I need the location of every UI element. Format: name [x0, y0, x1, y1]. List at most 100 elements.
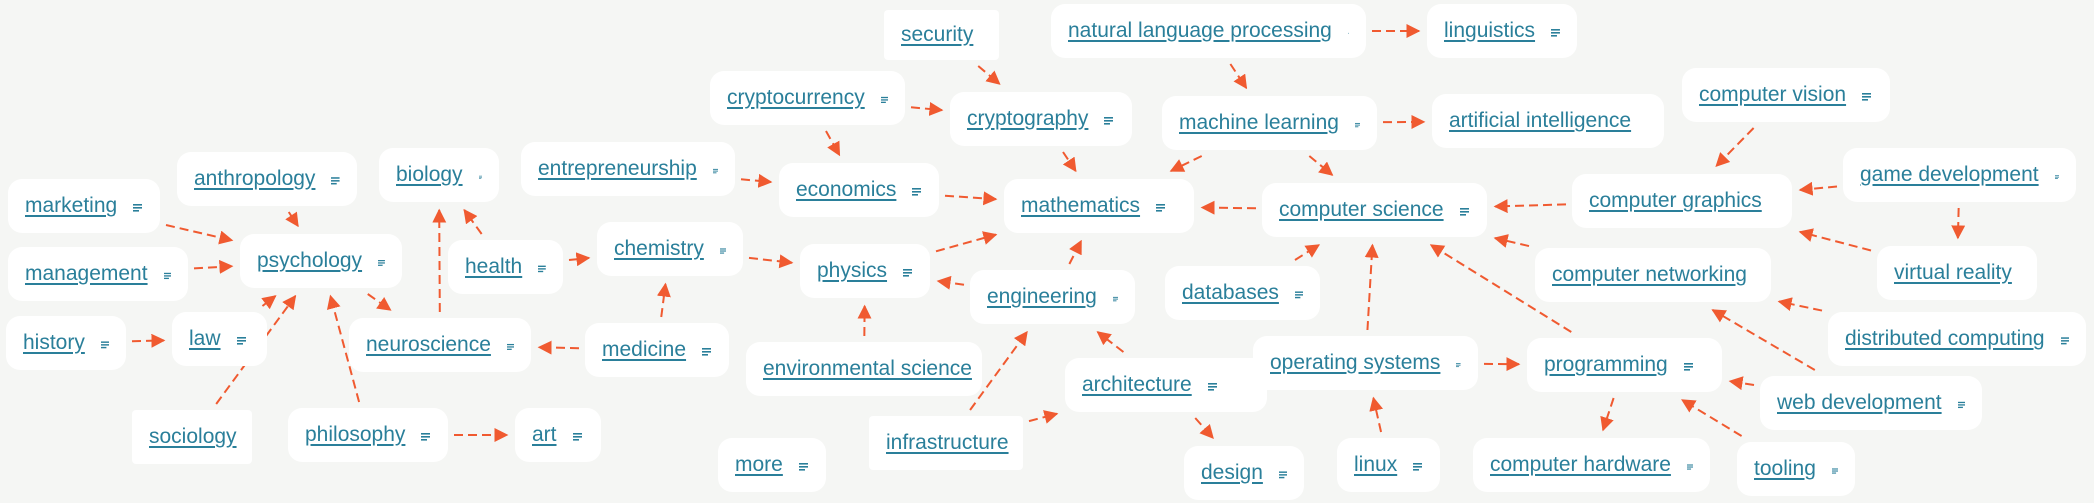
- note-icon[interactable]: [1347, 29, 1349, 38]
- note-icon[interactable]: [1156, 203, 1166, 213]
- note-icon[interactable]: [880, 96, 888, 105]
- note-icon[interactable]: [506, 343, 514, 352]
- node-engineering[interactable]: engineering: [970, 270, 1135, 324]
- node-link[interactable]: medicine: [602, 338, 687, 361]
- node-game-development[interactable]: game development: [1843, 148, 2076, 202]
- node-link[interactable]: computer science: [1279, 198, 1444, 221]
- note-icon[interactable]: [712, 167, 718, 176]
- note-icon[interactable]: [331, 176, 340, 186]
- note-icon[interactable]: [1831, 467, 1838, 476]
- node-law[interactable]: law: [172, 312, 267, 366]
- node-link[interactable]: linux: [1354, 453, 1398, 476]
- node-more[interactable]: more: [718, 438, 826, 492]
- note-icon[interactable]: [1104, 116, 1114, 126]
- node-management[interactable]: management: [8, 247, 188, 301]
- node-cryptocurrency[interactable]: cryptocurrency: [710, 71, 905, 125]
- node-link[interactable]: computer hardware: [1490, 453, 1671, 476]
- node-psychology[interactable]: psychology: [240, 234, 402, 288]
- node-link[interactable]: virtual reality: [1894, 261, 2012, 284]
- node-link[interactable]: physics: [817, 259, 888, 282]
- node-link[interactable]: distributed computing: [1845, 327, 2045, 350]
- node-link[interactable]: health: [465, 255, 523, 278]
- node-computer-hardware[interactable]: computer hardware: [1473, 438, 1710, 492]
- note-icon[interactable]: [378, 259, 385, 268]
- note-icon[interactable]: [1354, 121, 1360, 130]
- node-link[interactable]: law: [189, 327, 221, 350]
- node-link[interactable]: design: [1201, 461, 1263, 484]
- note-icon[interactable]: [1294, 290, 1303, 300]
- node-link[interactable]: infrastructure: [886, 431, 1009, 454]
- node-history[interactable]: history: [6, 316, 126, 370]
- node-programming[interactable]: programming: [1527, 338, 1722, 392]
- node-marketing[interactable]: marketing: [8, 179, 160, 233]
- note-icon[interactable]: [133, 203, 143, 213]
- node-link[interactable]: sociology: [149, 425, 237, 448]
- note-icon[interactable]: [1957, 401, 1965, 410]
- node-nlp[interactable]: natural language processing: [1051, 4, 1366, 58]
- node-environmental-science[interactable]: environmental science: [746, 342, 982, 396]
- node-cryptography[interactable]: cryptography: [950, 92, 1132, 146]
- node-health[interactable]: health: [448, 240, 563, 294]
- node-art[interactable]: art: [515, 408, 601, 462]
- node-link[interactable]: psychology: [257, 249, 363, 272]
- node-link[interactable]: engineering: [987, 285, 1097, 308]
- node-link[interactable]: computer vision: [1699, 83, 1847, 106]
- node-link[interactable]: databases: [1182, 281, 1279, 304]
- note-icon[interactable]: [163, 272, 171, 281]
- node-link[interactable]: computer graphics: [1589, 189, 1762, 212]
- node-link[interactable]: entrepreneurship: [538, 157, 697, 180]
- node-mathematics[interactable]: mathematics: [1004, 179, 1194, 233]
- node-link[interactable]: linguistics: [1444, 19, 1536, 42]
- node-computer-networking[interactable]: computer networking: [1535, 248, 1771, 302]
- node-databases[interactable]: databases: [1165, 266, 1320, 320]
- node-computer-graphics[interactable]: computer graphics: [1572, 174, 1792, 228]
- note-icon[interactable]: [798, 462, 808, 472]
- note-icon[interactable]: [1551, 28, 1560, 38]
- node-computer-vision[interactable]: computer vision: [1682, 68, 1890, 122]
- node-link[interactable]: cryptocurrency: [727, 86, 865, 109]
- node-infrastructure[interactable]: infrastructure: [869, 416, 1023, 470]
- node-link[interactable]: game development: [1860, 163, 2039, 186]
- note-icon[interactable]: [903, 268, 913, 278]
- node-anthropology[interactable]: anthropology: [177, 152, 357, 206]
- note-icon[interactable]: [1112, 295, 1118, 304]
- node-economics[interactable]: economics: [779, 163, 939, 217]
- note-icon[interactable]: [912, 187, 922, 197]
- note-icon[interactable]: [1683, 362, 1693, 372]
- node-link[interactable]: mathematics: [1021, 194, 1141, 217]
- node-link[interactable]: more: [735, 453, 783, 476]
- node-link[interactable]: art: [532, 423, 557, 446]
- node-physics[interactable]: physics: [800, 244, 930, 298]
- note-icon[interactable]: [702, 347, 712, 357]
- node-link[interactable]: biology: [396, 163, 463, 186]
- note-icon[interactable]: [236, 336, 246, 346]
- note-icon[interactable]: [421, 432, 431, 442]
- node-link[interactable]: architecture: [1082, 373, 1192, 396]
- node-link[interactable]: chemistry: [614, 237, 704, 260]
- note-icon[interactable]: [538, 265, 546, 274]
- node-link[interactable]: artificial intelligence: [1449, 109, 1632, 132]
- note-icon[interactable]: [1686, 463, 1693, 472]
- node-design[interactable]: design: [1184, 446, 1304, 500]
- node-link[interactable]: machine learning: [1179, 111, 1339, 134]
- node-link[interactable]: natural language processing: [1068, 19, 1332, 42]
- note-icon[interactable]: [719, 247, 726, 256]
- node-link[interactable]: tooling: [1754, 457, 1816, 480]
- node-medicine[interactable]: medicine: [585, 323, 729, 377]
- node-link[interactable]: neuroscience: [366, 333, 491, 356]
- node-chemistry[interactable]: chemistry: [597, 222, 743, 276]
- node-tooling[interactable]: tooling: [1737, 442, 1855, 496]
- node-computer-science[interactable]: computer science: [1262, 183, 1487, 237]
- note-icon[interactable]: [100, 340, 109, 350]
- note-icon[interactable]: [2060, 336, 2069, 346]
- node-machine-learning[interactable]: machine learning: [1162, 96, 1377, 150]
- node-neuroscience[interactable]: neuroscience: [349, 318, 531, 372]
- node-link[interactable]: anthropology: [194, 167, 316, 190]
- note-icon[interactable]: [1278, 470, 1287, 480]
- node-linux[interactable]: linux: [1337, 438, 1440, 492]
- note-icon[interactable]: [1413, 462, 1423, 472]
- node-philosophy[interactable]: philosophy: [288, 408, 448, 462]
- node-biology[interactable]: biology: [379, 148, 499, 202]
- node-link[interactable]: operating systems: [1270, 351, 1441, 374]
- note-icon[interactable]: [1862, 92, 1872, 102]
